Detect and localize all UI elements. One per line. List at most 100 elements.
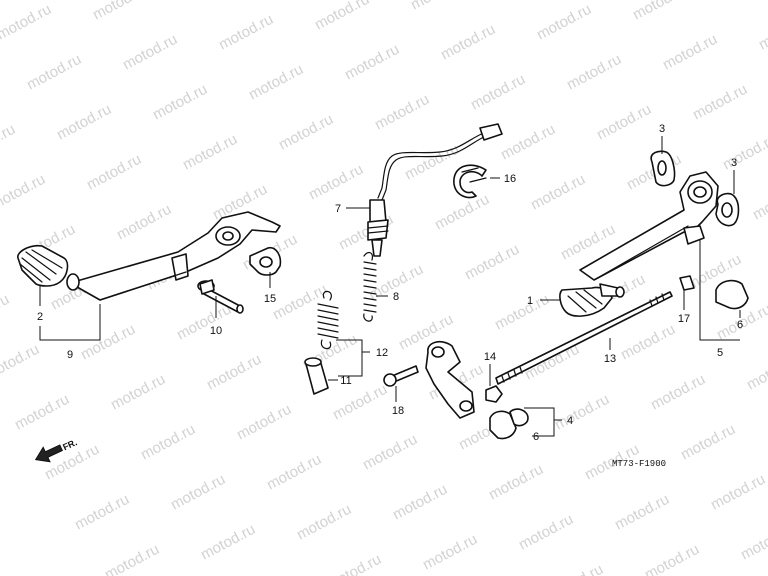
watermark-text: motod.ru — [78, 321, 138, 364]
gearshift-peg — [599, 283, 625, 298]
watermark-text: motod.ru — [174, 301, 234, 344]
watermark-text: motod.ru — [0, 121, 18, 164]
watermark-text: motod.ru — [720, 131, 768, 174]
spring-sleeve — [304, 357, 329, 395]
watermark-text: motod.ru — [630, 0, 690, 24]
callout-3-right: 3 — [731, 157, 737, 169]
watermark-text: motod.ru — [12, 391, 72, 434]
watermark-text: motod.ru — [564, 51, 624, 94]
watermark-text: motod.ru — [402, 141, 462, 184]
pedal-washer — [66, 273, 80, 291]
watermark-text: motod.ru — [330, 381, 390, 424]
watermark-text: motod.ru — [468, 71, 528, 114]
callout-6-right: 6 — [737, 319, 743, 331]
front-arrow: FR. — [34, 437, 79, 463]
watermark-text: motod.ru — [420, 531, 480, 574]
watermark-text: motod.ru — [198, 521, 258, 564]
watermark-text: motod.ru — [660, 31, 720, 74]
watermark-text: motod.ru — [24, 51, 84, 94]
brake-pedal-arm — [69, 211, 281, 301]
callout-16: 16 — [504, 173, 516, 185]
watermark-text: motod.ru — [246, 61, 306, 104]
watermark-text: motod.ru — [120, 31, 180, 74]
callout-10: 10 — [210, 325, 222, 337]
watermark-text: motod.ru — [738, 521, 768, 564]
watermark-text: motod.ru — [492, 291, 552, 334]
callout-17: 17 — [678, 313, 690, 325]
watermark-text: motod.ru — [594, 101, 654, 144]
watermark-text: motod.ru — [486, 461, 546, 504]
watermark-text: motod.ru — [546, 561, 606, 576]
watermark-text: motod.ru — [750, 181, 768, 224]
watermark-text: motod.ru — [234, 401, 294, 444]
brake-light-switch — [367, 123, 503, 257]
watermark-text: motod.ru — [102, 541, 162, 576]
watermark-text: motod.ru — [726, 0, 768, 4]
rod-end-joint — [489, 408, 529, 440]
watermark-text: motod.ru — [462, 241, 522, 284]
watermark-text: motod.ru — [54, 101, 114, 144]
callout-7: 7 — [335, 203, 341, 215]
shift-rod — [495, 291, 673, 385]
watermark-text: motod.ru — [390, 481, 450, 524]
watermark-text: motod.ru — [186, 0, 246, 4]
watermark-text: motod.ru — [0, 171, 48, 214]
callout-2: 2 — [37, 311, 43, 323]
watermark-text: motod.ru — [312, 0, 372, 34]
watermark-text: motod.ru — [204, 351, 264, 394]
watermark-text: motod.ru — [372, 91, 432, 134]
watermark-text: motod.ru — [168, 471, 228, 514]
watermark-text: motod.ru — [618, 321, 678, 364]
callout-labels: 2 9 10 15 7 16 8 12 11 18 14 13 4 6 1 3 … — [37, 123, 743, 443]
watermark-text: motod.ru — [690, 81, 750, 124]
watermark-text: motod.ru — [138, 421, 198, 464]
watermark-text: motod.ru — [438, 21, 498, 64]
switch-clip — [453, 164, 487, 199]
watermark-text: motod.ru — [708, 471, 768, 514]
watermark-text: motod.ru — [294, 501, 354, 544]
brake-pedal-rubber — [17, 244, 69, 287]
watermark-text: motod.ru — [516, 511, 576, 554]
watermark-text: motod.ru — [264, 451, 324, 494]
watermark-text: motod.ru — [276, 111, 336, 154]
watermark-text: motod.ru — [180, 131, 240, 174]
watermark-text: motod.ru — [528, 171, 588, 214]
large-return-spring — [317, 290, 339, 350]
watermark-text: motod.ru — [216, 11, 276, 54]
diagram-code: MT73-F1900 — [612, 459, 666, 469]
callout-3-top: 3 — [659, 123, 665, 135]
callout-1: 1 — [527, 295, 533, 307]
small-return-spring — [363, 251, 377, 322]
watermark-text: motod.ru — [0, 341, 42, 384]
watermark-text: motod.ru — [324, 551, 384, 576]
gearshift-joint — [715, 279, 749, 310]
watermark-text: motod.ru — [612, 491, 672, 534]
watermark-text: motod.ru — [108, 371, 168, 414]
watermark-text: motod.ru — [744, 351, 768, 394]
watermark-text: motod.ru — [150, 81, 210, 124]
watermark-text: motod.ru — [72, 491, 132, 534]
watermark-text: motod.ru — [0, 1, 54, 44]
watermark-text: motod.ru — [756, 11, 768, 54]
watermark-text: motod.ru — [342, 41, 402, 84]
gearshift-pivot — [683, 225, 705, 245]
shift-rod-nut — [679, 275, 695, 291]
watermark-text: motod.ru — [0, 291, 12, 334]
callout-12: 12 — [376, 347, 388, 359]
callout-18: 18 — [392, 405, 404, 417]
watermark-text: motod.ru — [432, 191, 492, 234]
rod-nut — [485, 385, 503, 403]
callout-13: 13 — [604, 353, 616, 365]
pedal-bracket-plate — [249, 246, 282, 276]
callout-5: 5 — [717, 347, 723, 359]
arm-bolt — [383, 365, 419, 387]
gearshift-washer-right — [715, 192, 740, 227]
watermark-text: motod.ru — [534, 1, 594, 44]
watermark-text: motod.ru — [114, 201, 174, 244]
watermark-text: motod.ru — [90, 0, 150, 24]
watermark-text: motod.ru — [552, 391, 612, 434]
watermark-text: motod.ru — [642, 541, 702, 576]
callout-9: 9 — [67, 349, 73, 361]
pedal-pivot-bolt — [197, 279, 244, 314]
